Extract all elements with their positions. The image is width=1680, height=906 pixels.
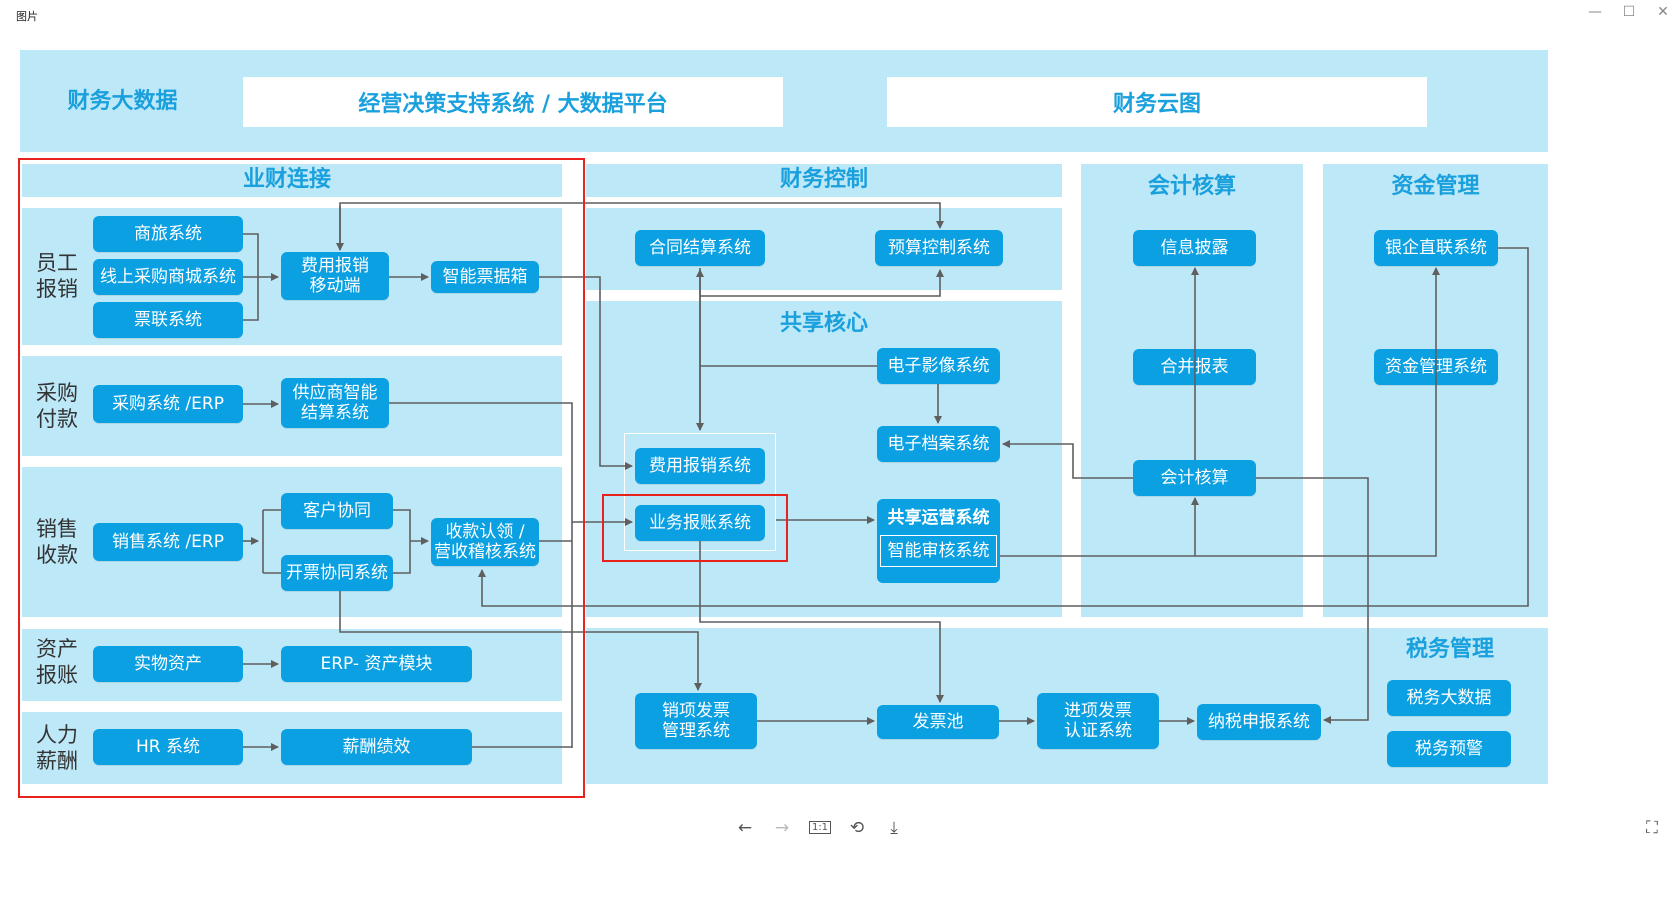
prev-arrow-icon[interactable]: ←	[737, 818, 753, 838]
finance-control-header	[586, 164, 1062, 197]
fund-title: 资金管理	[1391, 174, 1480, 199]
row-label-sales: 销售 收款	[36, 517, 78, 567]
node-physical-assets[interactable]: 实物资产	[93, 646, 243, 682]
node-erp-asset-module[interactable]: ERP- 资产模块	[281, 646, 472, 682]
maximize-button[interactable]: ☐	[1622, 4, 1636, 20]
business-finance-header	[22, 164, 562, 197]
node-customer-collab[interactable]: 客户协同	[281, 493, 393, 529]
finance-bigdata-label: 财务大数据	[67, 89, 178, 114]
node-supplier-settlement[interactable]: 供应商智能 结算系统	[281, 378, 389, 428]
node-ticket-link-system[interactable]: 票联系统	[93, 302, 243, 338]
node-e-image-system[interactable]: 电子影像系统	[877, 348, 1000, 384]
node-invoice-pool[interactable]: 发票池	[877, 705, 999, 739]
row-label-hr: 人力 薪酬	[36, 723, 78, 773]
download-icon[interactable]: ⤓	[890, 818, 898, 838]
row-label-procurement: 采购 付款	[36, 381, 78, 431]
shared-operation-label: 共享运营系统	[887, 508, 990, 528]
decision-support-box: 经营决策支持系统 / 大数据平台	[243, 77, 783, 127]
next-arrow-icon[interactable]: →	[774, 818, 790, 838]
window-title: 图片	[16, 10, 38, 23]
node-smart-receipt-box[interactable]: 智能票据箱	[431, 261, 539, 293]
node-info-disclosure[interactable]: 信息披露	[1133, 230, 1256, 266]
tax-title: 税务管理	[1405, 637, 1494, 662]
close-button[interactable]: ✕	[1657, 4, 1669, 20]
node-input-invoice[interactable]: 进项发票 认证系统	[1037, 693, 1159, 749]
node-bank-connect[interactable]: 银企直联系统	[1374, 230, 1498, 266]
node-business-reimbursement[interactable]: 业务报账系统	[635, 505, 765, 541]
row-label-expense: 员工 报销	[36, 251, 78, 301]
node-tax-bigdata[interactable]: 税务大数据	[1387, 680, 1511, 716]
row-label-assets: 资产 报账	[36, 637, 78, 687]
node-fund-system[interactable]: 资金管理系统	[1374, 349, 1498, 385]
shared-core-title: 共享核心	[779, 311, 868, 336]
node-sales-erp[interactable]: 销售系统 /ERP	[93, 523, 243, 561]
node-consolidated-report[interactable]: 合并报表	[1133, 349, 1256, 385]
node-e-archive-system[interactable]: 电子档案系统	[877, 426, 1000, 462]
node-expense-mobile[interactable]: 费用报销 移动端	[281, 252, 389, 300]
node-salary-performance[interactable]: 薪酬绩效	[281, 729, 472, 765]
rotate-icon[interactable]: ⟲	[849, 818, 865, 838]
node-budget-control[interactable]: 预算控制系统	[875, 230, 1003, 266]
node-tax-filing[interactable]: 纳税申报系统	[1197, 704, 1321, 740]
finance-control-title: 财务控制	[779, 167, 868, 192]
node-tax-warning[interactable]: 税务预警	[1387, 731, 1511, 767]
node-online-mall-system[interactable]: 线上采购商城系统	[93, 259, 243, 295]
node-receipt-audit[interactable]: 收款认领 / 营收稽核系统	[431, 518, 539, 566]
finance-cloud-box: 财务云图	[887, 77, 1427, 127]
actual-size-icon[interactable]: 1:1	[806, 816, 834, 840]
node-invoice-collab[interactable]: 开票协同系统	[281, 555, 393, 591]
accounting-title: 会计核算	[1147, 174, 1236, 199]
node-travel-system[interactable]: 商旅系统	[93, 216, 243, 252]
minimize-button[interactable]: —	[1588, 4, 1602, 20]
node-accounting[interactable]: 会计核算	[1133, 460, 1256, 496]
node-output-invoice[interactable]: 销项发票 管理系统	[635, 693, 757, 749]
node-expense-system[interactable]: 费用报销系统	[635, 448, 765, 484]
fullscreen-icon[interactable]: ⛶	[1646, 818, 1658, 838]
actual-size-label: 1:1	[808, 821, 832, 834]
node-procurement-erp[interactable]: 采购系统 /ERP	[93, 385, 243, 423]
business-finance-title: 业财连接	[242, 167, 331, 192]
node-contract-settlement[interactable]: 合同结算系统	[635, 230, 765, 266]
node-smart-audit[interactable]: 智能审核系统	[880, 535, 997, 567]
node-shared-operation[interactable]: 共享运营系统 智能审核系统	[877, 499, 1000, 583]
node-hr-system[interactable]: HR 系统	[93, 729, 243, 765]
